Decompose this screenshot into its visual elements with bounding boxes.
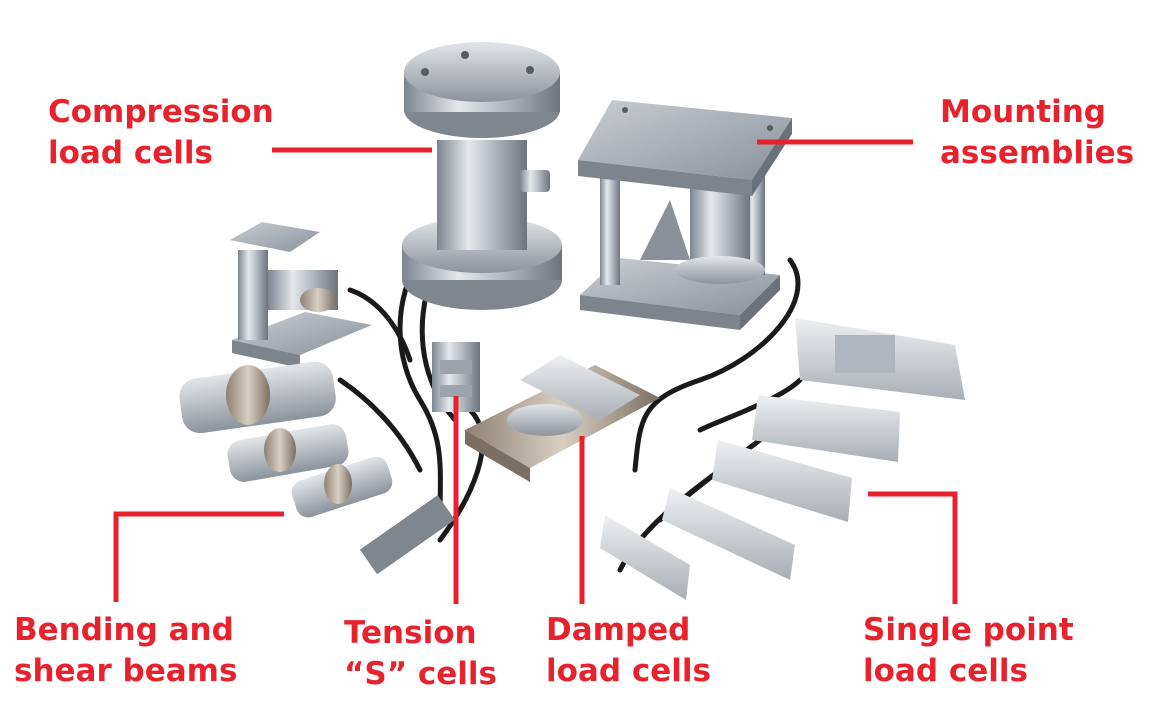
cable-tension	[437, 407, 485, 543]
single-point-load-cell-icons	[600, 318, 965, 600]
label-line: load cells	[863, 653, 1028, 689]
cable-mounting	[632, 257, 801, 473]
cable-bending-1	[337, 377, 423, 473]
label-mounting-assemblies: Mounting assemblies	[940, 92, 1134, 174]
cable-single-1	[697, 377, 803, 433]
label-line: load cells	[48, 135, 213, 171]
label-line: Mounting	[940, 94, 1106, 130]
compression-load-cell-icon	[402, 42, 562, 310]
damped-load-cell-icon	[465, 355, 660, 482]
bending-shear-beam-icons	[179, 361, 455, 575]
label-line: assemblies	[940, 135, 1135, 171]
leader-bending	[113, 511, 284, 602]
label-line: Compression	[48, 94, 274, 130]
cable-bending-2	[347, 287, 413, 363]
label-compression-load-cells: Compression load cells	[48, 92, 274, 174]
label-tension-s-cells: Tension “S” cells	[344, 613, 497, 695]
label-line: shear beams	[14, 653, 238, 689]
label-line: Single point	[863, 612, 1074, 648]
mounting-assembly-icon	[578, 100, 792, 330]
label-line: Bending and	[14, 612, 234, 648]
label-damped-load-cells: Damped load cells	[546, 610, 711, 692]
leader-lines	[113, 139, 958, 604]
label-bending-shear-beams: Bending and shear beams	[14, 610, 237, 692]
label-line: load cells	[546, 653, 711, 689]
leader-single	[868, 491, 958, 604]
label-line: Tension	[344, 615, 477, 651]
label-single-point-load-cells: Single point load cells	[863, 610, 1074, 692]
label-line: “S” cells	[344, 656, 497, 692]
mounted-shear-beam-icon	[230, 222, 372, 368]
label-line: Damped	[546, 612, 691, 648]
cable-compression	[397, 247, 443, 523]
